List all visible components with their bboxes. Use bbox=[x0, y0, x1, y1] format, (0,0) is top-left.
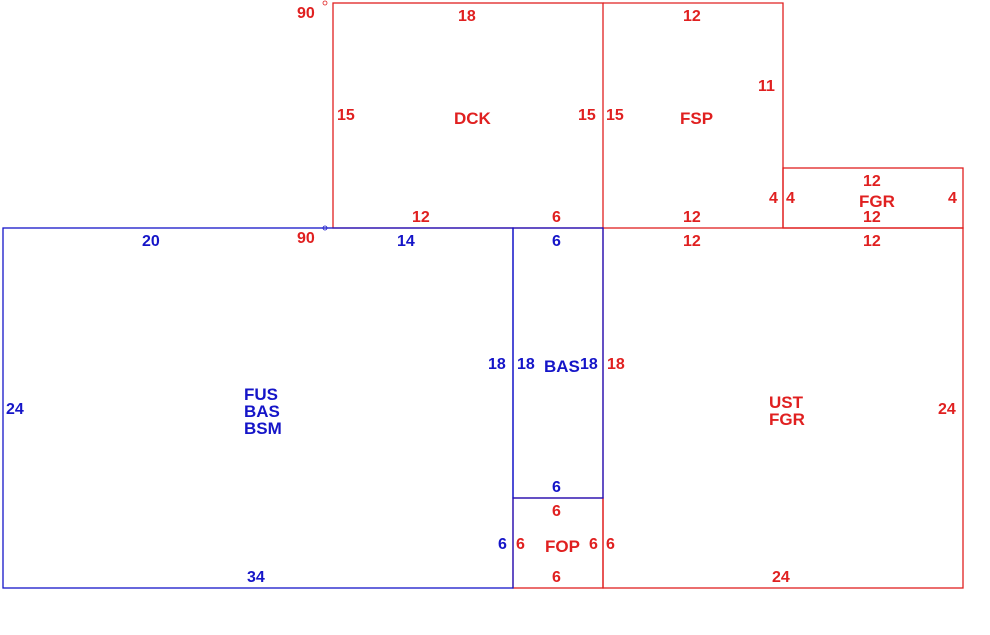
fus-area-label-2: BAS bbox=[244, 402, 280, 421]
fus-top-right-dim: 14 bbox=[397, 233, 415, 250]
bas-bottom-dim: 6 bbox=[552, 479, 561, 496]
ust-left-dim: 18 bbox=[607, 356, 625, 373]
bas-top-dim: 6 bbox=[552, 233, 561, 250]
dck-left-dim: 15 bbox=[337, 107, 355, 124]
fgr-small-top-dim: 12 bbox=[863, 173, 881, 190]
fus-bottom-dim: 34 bbox=[247, 569, 265, 586]
fop-left-dim: 6 bbox=[516, 536, 525, 553]
fsp-notch-dim: 4 bbox=[769, 190, 778, 207]
fus-area-label-3: BSM bbox=[244, 419, 282, 438]
ust-lower-left-dim: 6 bbox=[606, 536, 615, 553]
fsp-left-dim: 15 bbox=[606, 107, 624, 124]
ust-area-label-1: UST bbox=[769, 393, 804, 412]
angle-top-label: 90 bbox=[297, 5, 315, 22]
ust-area-label-2: FGR bbox=[769, 410, 805, 429]
dck-bottom-right-dim: 6 bbox=[552, 209, 561, 226]
fgr-small-area-label: FGR bbox=[859, 192, 895, 211]
fus-left-dim: 24 bbox=[6, 401, 24, 418]
angle-middle-label: 90 bbox=[297, 230, 315, 247]
bas-outline bbox=[512, 227, 604, 499]
ust-bottom-dim: 24 bbox=[772, 569, 790, 586]
bas-left-dim: 18 bbox=[517, 356, 535, 373]
dck-area-label: DCK bbox=[454, 109, 492, 128]
dck-top-dim: 18 bbox=[458, 8, 476, 25]
fus-right-dim: 18 bbox=[488, 356, 506, 373]
fop-right-dim: 6 bbox=[589, 536, 598, 553]
fop-area-label: FOP bbox=[545, 537, 580, 556]
fus-lower-right-dim: 6 bbox=[498, 536, 507, 553]
bas-right-dim: 18 bbox=[580, 356, 598, 373]
dck-right-dim: 15 bbox=[578, 107, 596, 124]
fsp-top-dim: 12 bbox=[683, 8, 701, 25]
fus-top-left-dim: 20 bbox=[142, 233, 160, 250]
fop-top-dim: 6 bbox=[552, 503, 561, 520]
fsp-area-label: FSP bbox=[680, 109, 713, 128]
bas-area-label: BAS bbox=[544, 357, 580, 376]
fsp-bottom-dim: 12 bbox=[683, 209, 701, 226]
angle-marker-top bbox=[322, 0, 328, 6]
angle-marker-middle bbox=[322, 225, 328, 231]
fus-area-label-1: FUS bbox=[244, 385, 278, 404]
ust-top-left-dim: 12 bbox=[683, 233, 701, 250]
fsp-outline bbox=[603, 2, 784, 228]
ust-top-right-dim: 12 bbox=[863, 233, 881, 250]
fsp-right-dim: 11 bbox=[758, 78, 775, 95]
fgr-small-right-dim: 4 bbox=[948, 190, 957, 207]
fgr-small-bottom-dim: 12 bbox=[863, 209, 881, 226]
fgr-small-left-dim: 4 bbox=[786, 190, 795, 207]
fop-bottom-dim: 6 bbox=[552, 569, 561, 586]
ust-right-dim: 24 bbox=[938, 401, 956, 418]
dck-bottom-left-dim: 12 bbox=[412, 209, 430, 226]
